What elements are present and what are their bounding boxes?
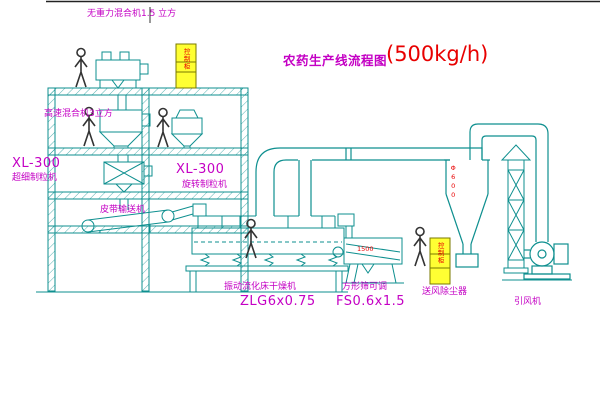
granulator-machine — [103, 155, 153, 210]
control-cabinet-right — [429, 237, 451, 285]
operator-figure-5 — [413, 226, 427, 267]
diagram-title: 农药生产线流程图 — [283, 53, 388, 68]
label-fluid-bed-dryer-model: ZLG6x0.75 — [240, 294, 316, 309]
operator-figure-1 — [74, 47, 88, 88]
label-square-sieve: 方形筛可调 — [342, 282, 388, 292]
label-granulator-mid-name: 旋转制粒机 — [182, 180, 228, 190]
induced-draft-fan — [502, 241, 572, 281]
fluid-bed-dryer-machine — [185, 203, 349, 293]
label-high-speed-mixer: 高速混合机3立方 — [44, 109, 113, 119]
label-gravity-mixer: 无重力混合机1.5 立方 — [87, 9, 177, 19]
tag-control-cabinet-right: 控制柜 — [436, 242, 445, 265]
exhaust-duct — [255, 147, 483, 216]
control-cabinet-top — [175, 43, 197, 89]
square-sieve-machine — [332, 237, 404, 284]
diagram-capacity: (500kg/h) — [386, 42, 489, 66]
label-granulator-left-model: XL-300 — [12, 156, 61, 171]
label-induced-fan: 引风机 — [514, 297, 542, 307]
gravity-mixer-machine — [95, 51, 149, 89]
label-granulator-left-name: 超细制粒机 — [12, 173, 58, 183]
label-fluid-bed-dryer: 振动流化床干燥机 — [224, 282, 297, 292]
belt-conveyor-machine — [81, 205, 194, 233]
label-square-sieve-model: FS0.6x1.5 — [336, 294, 406, 309]
hopper-machine-level2 — [170, 109, 204, 148]
tag-sieve-dimension: 1500 — [357, 245, 374, 253]
tag-control-cabinet-top: 控制柜 — [182, 48, 191, 71]
operator-figure-3 — [156, 107, 170, 148]
dryer-discharge-chute — [337, 213, 355, 238]
label-belt-conveyor: 皮带输送机 — [100, 205, 146, 215]
tag-cyclone-diameter: Φ600 — [449, 164, 458, 200]
label-granulator-mid-model: XL-300 — [176, 162, 225, 177]
exhaust-stack — [500, 144, 532, 274]
building-frame — [47, 87, 249, 292]
cyclone-separator — [444, 123, 549, 268]
high-speed-mixer-machine — [98, 95, 151, 148]
label-dust-collector: 送风除尘器 — [422, 287, 468, 297]
